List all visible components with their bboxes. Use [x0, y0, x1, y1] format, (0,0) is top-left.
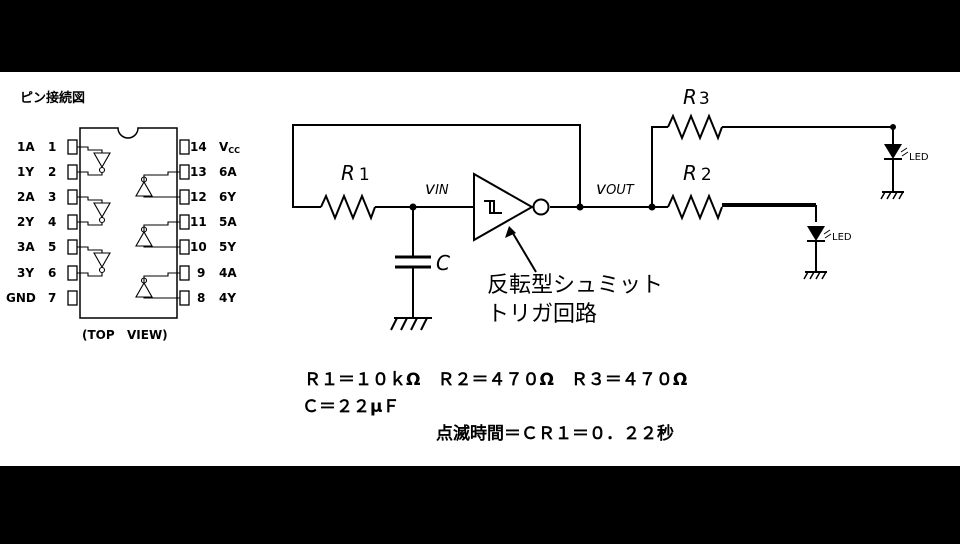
- annotation-line-1: 反転型シュミット: [487, 273, 663, 298]
- right-pin-stub: [179, 290, 190, 306]
- internal-inverters: [77, 146, 180, 299]
- pin-number-5: 5: [48, 240, 56, 254]
- right-pin-stubs: [179, 139, 190, 306]
- pin-label-8: 4Y: [219, 291, 236, 305]
- left-pin-stub: [67, 214, 78, 230]
- left-pin-stub: [67, 239, 78, 255]
- right-pin-stub: [179, 214, 190, 230]
- left-pin-stub: [67, 164, 78, 180]
- left-pin-stub: [67, 265, 78, 281]
- formula-line-3: 点滅時間＝ＣＲ１＝０．２２秒: [436, 423, 674, 444]
- pin-number-13: 13: [190, 165, 207, 179]
- ic-package: [67, 127, 190, 319]
- led-2-label: LED: [832, 232, 852, 243]
- junction-vin: [409, 203, 417, 211]
- pin-label-9: 4A: [219, 266, 237, 280]
- left-pin-stubs: [67, 139, 78, 306]
- ground-symbol-led-1: [880, 191, 904, 200]
- pin-number-14: 14: [190, 140, 207, 154]
- pin-number-12: 12: [190, 190, 207, 204]
- pin-label-10: 5Y: [219, 240, 236, 254]
- left-pin-stub: [67, 290, 78, 306]
- vout-label: vOUT: [596, 179, 635, 199]
- junction-r2r3: [648, 203, 656, 211]
- pin-number-8: 8: [197, 291, 205, 305]
- pin-diagram-title: ピン接続図: [20, 90, 85, 106]
- hysteresis-icon: [484, 200, 502, 214]
- pin-label-4: 2Y: [17, 215, 34, 229]
- right-pin-stub: [179, 239, 190, 255]
- led-1: [884, 144, 909, 192]
- c-label: C: [436, 251, 450, 275]
- pin-label-1: 1A: [17, 140, 35, 154]
- pin-number-2: 2: [48, 165, 56, 179]
- pin-label-11: 5A: [219, 215, 237, 229]
- vin-label: vIN: [425, 179, 449, 199]
- right-pin-stub: [179, 164, 190, 180]
- junction-r3-led: [890, 124, 896, 130]
- schmitt-inverter-gate: [473, 172, 550, 242]
- view-label-right: VIEW): [127, 328, 168, 342]
- pin-label-14: VCC: [219, 140, 240, 155]
- pin-number-1: 1: [48, 140, 56, 154]
- right-pin-labels: 14 VCC 13 6A 12 6Y 11 5A 10 5Y 9 4A 8 4Y: [190, 140, 240, 305]
- pin-number-3: 3: [48, 190, 56, 204]
- left-pin-labels: 1A 1 1Y 2 2A 3 2Y 4 3A 5 3Y 6 GND 7: [6, 140, 56, 305]
- right-pin-stub: [179, 265, 190, 281]
- ground-symbol-capacitor: [390, 317, 432, 331]
- junction-vout: [576, 203, 584, 211]
- pin-number-10: 10: [190, 240, 207, 254]
- pin-number-9: 9: [197, 266, 205, 280]
- pin-number-6: 6: [48, 266, 56, 280]
- pin-label-7: GND: [6, 291, 36, 305]
- right-pin-stub: [179, 189, 190, 205]
- led-2: [807, 226, 832, 272]
- left-pin-stub: [67, 189, 78, 205]
- annotation-arrow: [505, 226, 537, 273]
- formula-line-1: Ｒ１＝１０ｋΩ Ｒ２＝４７０Ω Ｒ３＝４７０Ω: [304, 370, 687, 390]
- pin-label-13: 6A: [219, 165, 237, 179]
- circuit-wires: [292, 124, 894, 318]
- pin-label-12: 6Y: [219, 190, 236, 204]
- left-pin-stub: [67, 139, 78, 155]
- resistor-r1: [320, 193, 376, 221]
- pin-label-2: 1Y: [17, 165, 34, 179]
- right-pin-stub: [179, 139, 190, 155]
- annotation-line-2: トリガ回路: [487, 302, 597, 327]
- resistor-r3: [667, 113, 723, 141]
- pin-label-5: 3A: [17, 240, 35, 254]
- pin-number-7: 7: [48, 291, 56, 305]
- ground-symbol-led-2: [803, 271, 827, 280]
- view-label-left: (TOP: [82, 328, 115, 342]
- formula-line-2: Ｃ＝２２μＦ: [302, 397, 400, 417]
- pin-number-11: 11: [190, 215, 207, 229]
- led-1-label: LED: [909, 152, 929, 163]
- pin-label-3: 2A: [17, 190, 35, 204]
- capacitor-c: [395, 255, 431, 269]
- resistor-r2: [667, 193, 723, 221]
- pin-label-6: 3Y: [17, 266, 34, 280]
- pin-number-4: 4: [48, 215, 56, 229]
